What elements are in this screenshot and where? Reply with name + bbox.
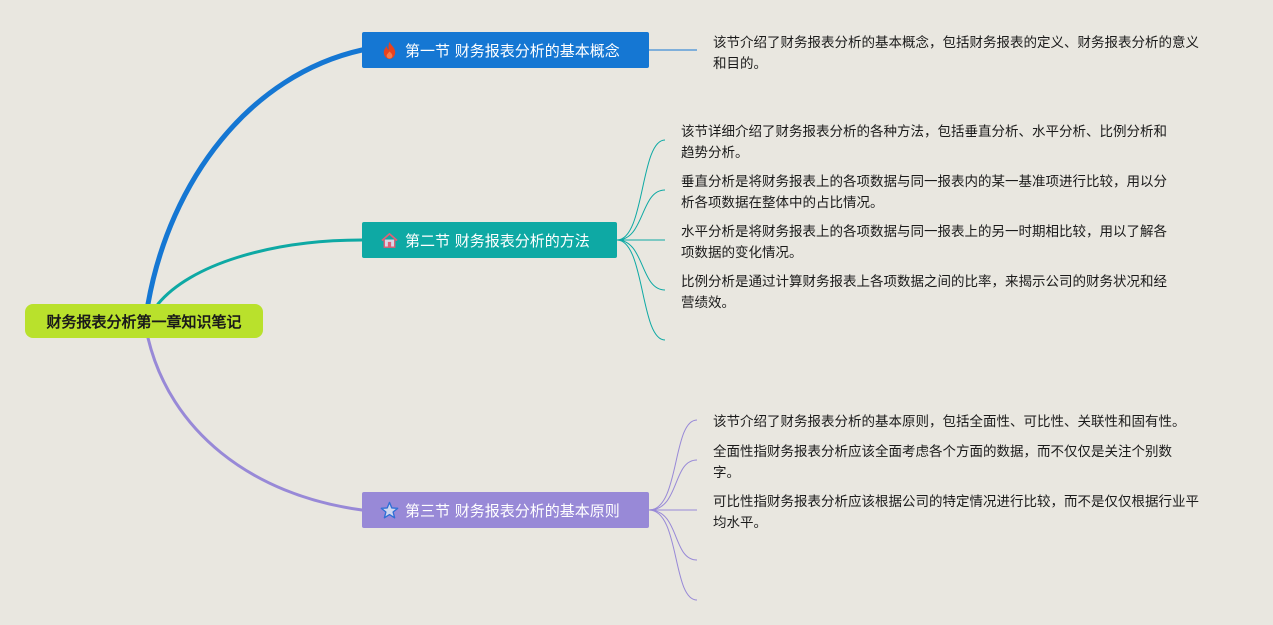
home-icon <box>380 231 399 250</box>
note-3-3[interactable]: 可比性指财务报表分析应该根据公司的特定情况进行比较，而不是仅仅根据行业平均水平。 <box>713 494 1199 531</box>
leaf-connectors-topic-3 <box>648 419 698 601</box>
note-2-4[interactable]: 比例分析是通过计算财务报表上各项数据之间的比率，来揭示公司的财务状况和经营绩效。 <box>681 274 1167 311</box>
topic-basic-concepts[interactable]: 第一节 财务报表分析的基本概念 <box>362 32 649 68</box>
topic-label: 第三节 财务报表分析的基本原则 <box>405 501 620 520</box>
branch-connector-3 <box>146 336 364 512</box>
branch-connector-1 <box>145 47 365 307</box>
topic-principles[interactable]: 第三节 财务报表分析的基本原则 <box>362 492 649 528</box>
star-icon <box>380 501 399 520</box>
branch-connector-2 <box>156 238 364 306</box>
topic-methods[interactable]: 第二节 财务报表分析的方法 <box>362 222 617 258</box>
leaf-connectors-topic-2 <box>616 139 666 341</box>
note-2-3[interactable]: 水平分析是将财务报表上的各项数据与同一报表上的另一时期相比较，用以了解各项数据的… <box>681 224 1167 261</box>
note-2-2[interactable]: 垂直分析是将财务报表上的各项数据与同一报表内的某一基准项进行比较，用以分析各项数… <box>681 174 1167 211</box>
note-1-1[interactable]: 该节介绍了财务报表分析的基本概念，包括财务报表的定义、财务报表分析的意义和目的。 <box>713 35 1199 72</box>
topic-label: 第一节 财务报表分析的基本概念 <box>405 41 620 60</box>
topic-label: 第二节 财务报表分析的方法 <box>405 231 590 250</box>
note-3-1[interactable]: 该节介绍了财务报表分析的基本原则，包括全面性、可比性、关联性和固有性。 <box>713 414 1186 430</box>
flame-icon <box>380 41 399 60</box>
note-3-2[interactable]: 全面性指财务报表分析应该全面考虑各个方面的数据，而不仅仅是关注个别数字。 <box>713 444 1172 481</box>
root-topic[interactable]: 财务报表分析第一章知识笔记 <box>25 304 263 338</box>
note-2-1[interactable]: 该节详细介绍了财务报表分析的各种方法，包括垂直分析、水平分析、比例分析和趋势分析… <box>681 124 1167 161</box>
